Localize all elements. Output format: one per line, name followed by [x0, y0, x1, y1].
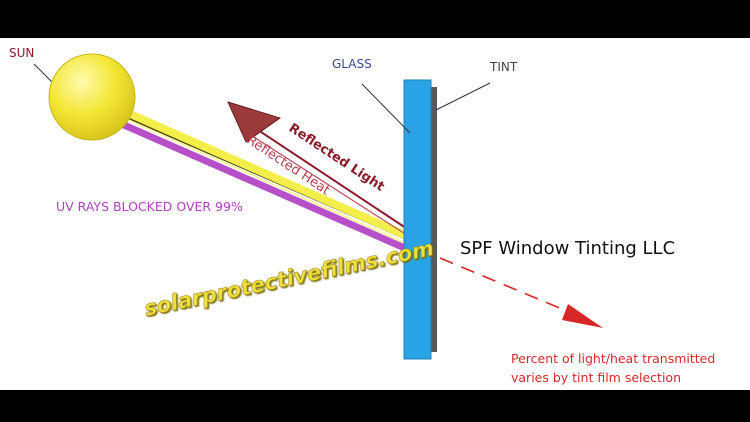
uv-ray [120, 121, 436, 264]
tint-film [430, 87, 437, 352]
uv-rays-label: UV RAYS BLOCKED OVER 99% [56, 199, 243, 214]
glass-label: GLASS [332, 57, 372, 71]
light-ray-inner [125, 118, 433, 256]
reflected-arrowhead [227, 101, 282, 143]
tint-leader-line [435, 82, 491, 111]
sun-icon [48, 53, 136, 141]
reflected-rays [227, 101, 425, 247]
reflected-light-ray [251, 125, 425, 241]
transmitted-note-line1: Percent of light/heat transmitted [511, 351, 715, 366]
glass-leader-line [361, 83, 411, 134]
incoming-rays [120, 109, 436, 264]
light-ray [124, 109, 436, 251]
transmitted-dashed-line [439, 257, 575, 315]
transmitted-ray [439, 257, 603, 328]
glass-pane [403, 79, 432, 360]
transmitted-note-line2: varies by tint film selection [511, 370, 681, 385]
company-name: SPF Window Tinting LLC [460, 238, 675, 259]
sun-label: SUN [9, 46, 34, 60]
tint-label: TINT [489, 60, 518, 74]
reflected-heat-ray [245, 131, 425, 247]
transmitted-arrowhead [562, 304, 603, 328]
